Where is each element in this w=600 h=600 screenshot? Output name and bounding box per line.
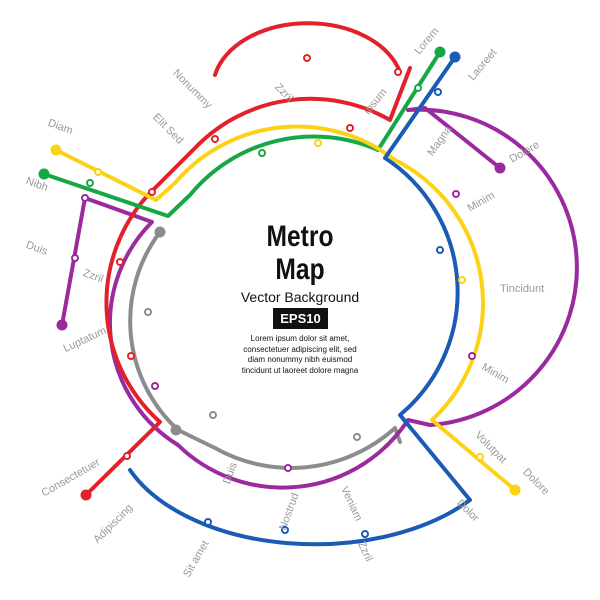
map-title-line1: Metro — [266, 220, 334, 253]
terminal-dot — [449, 51, 461, 63]
station-dot — [361, 530, 369, 538]
terminal-dot — [50, 144, 62, 156]
body-text: Lorem ipsum dolor sit amet, consectetuer… — [210, 334, 390, 376]
station-dot — [284, 464, 292, 472]
body-line: consectetuer adipiscing elit, sed — [243, 344, 357, 354]
body-line: diam nonummy nibh euismod — [247, 355, 353, 364]
terminal-dot — [38, 168, 50, 180]
station-dot — [94, 168, 102, 176]
station-dot — [414, 84, 422, 92]
terminal-dot — [434, 46, 446, 58]
station-dot — [434, 88, 442, 96]
terminal-dot — [509, 484, 521, 496]
station-dot — [346, 124, 354, 132]
station-dot — [436, 246, 444, 254]
terminal-dot — [80, 489, 92, 501]
station-dot — [116, 258, 124, 266]
station-dot — [353, 433, 361, 441]
station-dot — [394, 68, 402, 76]
terminal-dot — [56, 319, 68, 331]
terminal-dot — [494, 162, 506, 174]
station-dot — [314, 139, 322, 147]
station-dot — [211, 135, 219, 143]
terminal-dot — [154, 226, 166, 238]
purple-line — [60, 106, 579, 490]
station-dot — [476, 453, 484, 461]
station-dot — [303, 54, 311, 62]
station-dot — [151, 382, 159, 390]
station-dot — [458, 276, 466, 284]
green-line — [42, 50, 442, 218]
map-subtitle: Vector Background — [240, 289, 360, 305]
station-dot — [81, 194, 89, 202]
station-dot — [209, 411, 217, 419]
blue-line — [128, 55, 472, 547]
station-dot — [258, 149, 266, 157]
eps-badge: EPS10 — [273, 308, 328, 329]
terminal-dot — [170, 424, 182, 436]
body-line: tincidunt ut laoreet dolore magna — [241, 365, 359, 375]
station-dot — [144, 308, 152, 316]
station-dot — [123, 452, 131, 460]
station-dot — [86, 179, 94, 187]
body-line: Lorem ipsum dolor sit amet, — [250, 334, 350, 343]
station-dot — [71, 254, 79, 262]
station-dot — [468, 352, 476, 360]
station-label-tincidunt: Tincidunt — [500, 283, 545, 295]
station-dot — [148, 188, 156, 196]
yellow-line — [54, 124, 517, 492]
map-title-line2: Map — [275, 253, 325, 286]
station-dot — [204, 518, 212, 526]
station-dot — [281, 526, 289, 534]
station-dot — [127, 352, 135, 360]
station-dot — [452, 190, 460, 198]
